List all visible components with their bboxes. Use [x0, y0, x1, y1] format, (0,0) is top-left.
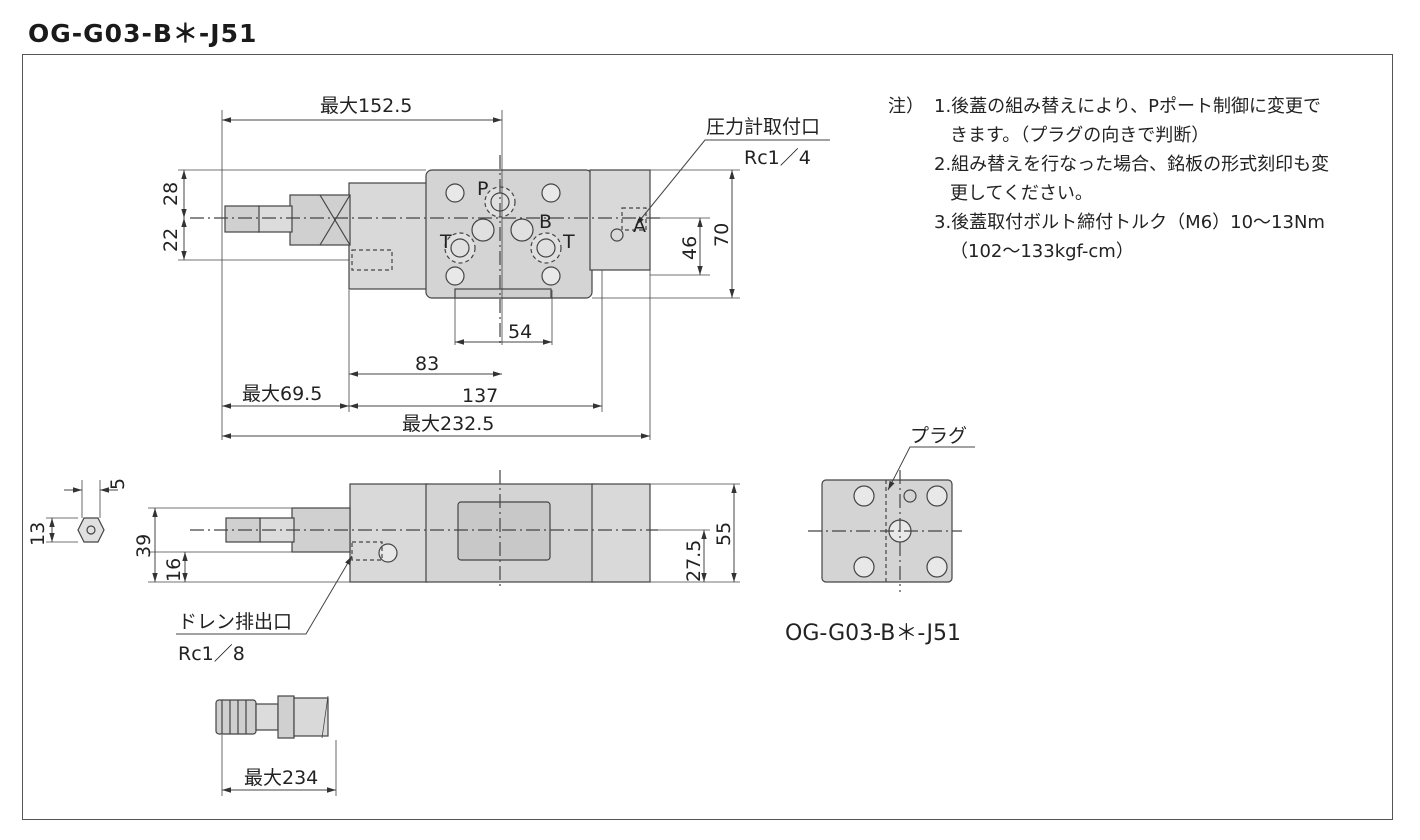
- note-3-line-1: 3.後蓋取付ボルト締付トルク（M6）10〜13Nm: [934, 212, 1325, 233]
- port-t2-label: T: [562, 231, 575, 253]
- front-view: [46, 470, 740, 635]
- note-2: 2.組み替えを行なった場合、銘板の形式刻印も変: [888, 150, 1329, 179]
- page-title: OG-G03-B＊-J51: [28, 19, 258, 48]
- note-3: 3.後蓋取付ボルト締付トルク（M6）10〜13Nm: [888, 208, 1329, 237]
- note-1: 注） 1.後蓋の組み替えにより、Pポート制御に変更で: [888, 92, 1329, 121]
- top-view: [178, 110, 830, 440]
- drain-port-spec: Rc1／8: [178, 643, 245, 665]
- dim-55: 55: [713, 522, 735, 546]
- dim-16: 16: [163, 558, 185, 582]
- dim-27-5: 27.5: [683, 540, 705, 582]
- plug-label: プラグ: [910, 425, 967, 447]
- dim-max-232-5: 最大232.5: [402, 413, 494, 435]
- port-t1-label: T: [439, 231, 452, 253]
- dim-83: 83: [415, 353, 439, 375]
- port-b-label: B: [539, 211, 552, 233]
- dim-39: 39: [133, 534, 155, 558]
- side-view-caption: OG-G03-B＊-J51: [785, 621, 961, 646]
- dim-70: 70: [711, 223, 733, 247]
- drawing-frame: [22, 54, 1393, 820]
- dim-46: 46: [679, 236, 701, 260]
- dim-137: 137: [462, 385, 498, 407]
- body-left-block: [348, 182, 432, 290]
- drain-port-label: ドレン排出口: [178, 611, 292, 633]
- port-a-label: A: [633, 215, 646, 237]
- side-view: [808, 446, 975, 592]
- note-2-line-1: 2.組み替えを行なった場合、銘板の形式刻印も変: [934, 154, 1330, 175]
- dim-13: 13: [27, 522, 49, 546]
- note-1-line-2: きます。（プラグの向きで判断）: [950, 125, 1210, 146]
- note-1-line-1: 1.後蓋の組み替えにより、Pポート制御に変更で: [934, 96, 1321, 117]
- note-2-line-2: 更してください。: [950, 183, 1093, 204]
- knob-view: [215, 695, 337, 796]
- dim-28: 28: [160, 182, 182, 206]
- port-p-label: P: [477, 178, 488, 200]
- gauge-port-spec: Rc1／4: [744, 147, 811, 169]
- dim-22: 22: [160, 228, 182, 252]
- notes-prefix: 注）: [888, 96, 924, 117]
- dim-max-234: 最大234: [244, 767, 318, 789]
- gauge-port-label: 圧力計取付口: [706, 116, 820, 138]
- notes-block: 注） 1.後蓋の組み替えにより、Pポート制御に変更で きます。（プラグの向きで判…: [888, 92, 1329, 266]
- dim-54: 54: [508, 321, 532, 343]
- adjuster-knob: [224, 205, 260, 233]
- hex-fitting: [289, 194, 351, 246]
- note-3-line-2: （102〜133kgf-cm）: [950, 241, 1134, 262]
- dim-max-69-5: 最大69.5: [242, 383, 322, 405]
- dim-max-152-5: 最大152.5: [320, 95, 412, 117]
- dim-5: 5: [107, 478, 129, 490]
